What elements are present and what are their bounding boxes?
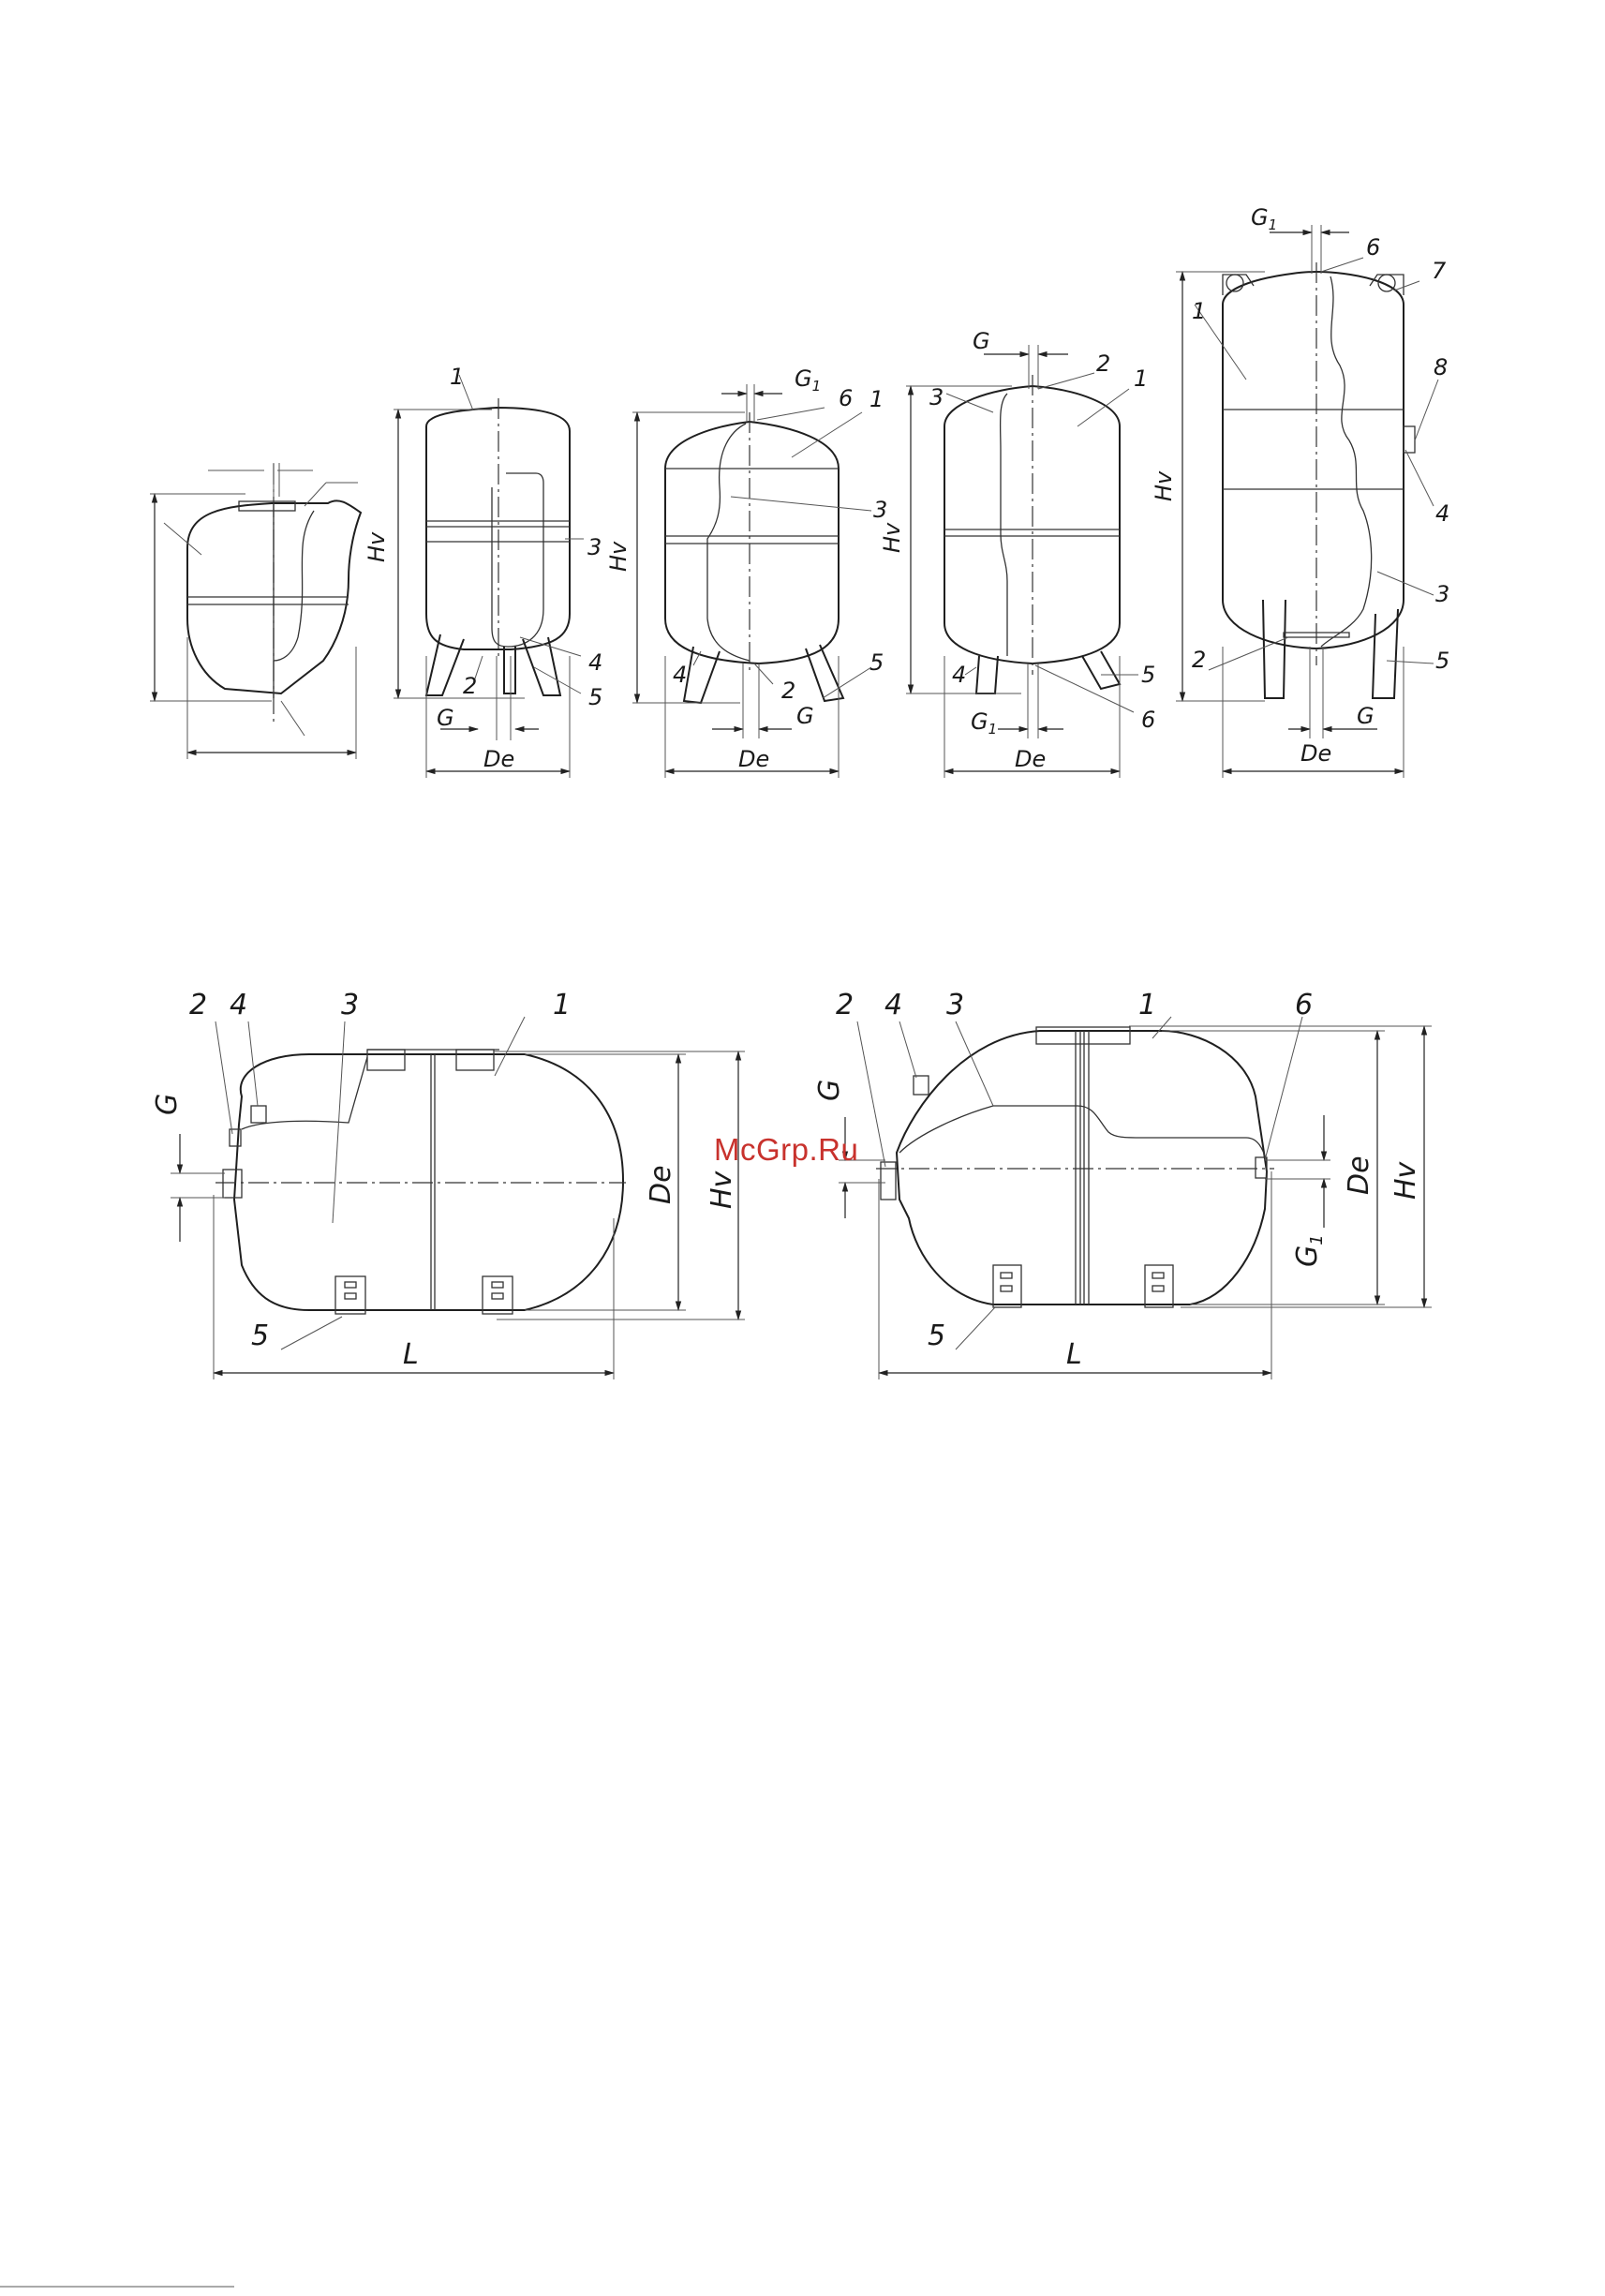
label-6: 6 — [1295, 989, 1313, 1021]
label-hv: Hv — [364, 531, 390, 562]
label-8: 8 — [1434, 354, 1448, 380]
label-g: G — [1357, 703, 1375, 729]
label-2: 2 — [836, 989, 854, 1021]
label-2: 2 — [1096, 350, 1110, 377]
label-g1: G1 — [1291, 1234, 1327, 1267]
label-hv: Hv — [879, 522, 905, 553]
vertical-tank-large — [1176, 225, 1438, 778]
label-g1: G1 — [1251, 204, 1277, 233]
label-de: De — [1343, 1155, 1375, 1195]
label-g: G — [151, 1094, 184, 1115]
label-1: 1 — [1138, 989, 1156, 1021]
label-hv: Hv — [1151, 470, 1177, 501]
label-de: De — [1300, 740, 1331, 767]
label-7: 7 — [1432, 258, 1447, 284]
vertical-tank-small — [150, 463, 361, 759]
label-hv: Hv — [1390, 1160, 1422, 1200]
watermark: McGrp.Ru — [714, 1132, 858, 1168]
label-de: De — [483, 746, 514, 772]
label-g: G — [813, 1080, 846, 1101]
label-g1: G1 — [795, 365, 821, 395]
label-2: 2 — [189, 989, 207, 1021]
label-1: 1 — [553, 989, 571, 1021]
label-3: 3 — [929, 384, 944, 410]
label-6: 6 — [1366, 234, 1380, 261]
label-l: L — [1066, 1338, 1082, 1371]
label-2: 2 — [781, 678, 795, 704]
label-hv: Hv — [706, 1170, 738, 1209]
label-5: 5 — [869, 649, 884, 676]
label-3: 3 — [1435, 581, 1449, 607]
label-g: G — [796, 703, 814, 729]
label-4: 4 — [230, 989, 247, 1021]
label-3: 3 — [341, 989, 359, 1021]
label-3: 3 — [587, 534, 602, 560]
label-g1: G1 — [971, 708, 997, 738]
label-g: G — [973, 328, 990, 354]
label-5: 5 — [1435, 648, 1449, 674]
label-5: 5 — [588, 684, 602, 710]
label-g: G — [437, 705, 454, 731]
top-row-labels: 1 3 4 5 2 G De Hv 6 1 3 4 2 5 G De Hv G1… — [364, 204, 1449, 772]
label-5: 5 — [1141, 662, 1155, 688]
label-4: 4 — [673, 662, 687, 688]
label-5: 5 — [251, 1319, 269, 1352]
label-1: 1 — [450, 364, 464, 390]
label-de: De — [738, 746, 769, 772]
label-6: 6 — [839, 385, 853, 411]
label-hv: Hv — [605, 541, 632, 572]
label-1: 1 — [869, 386, 884, 412]
label-4: 4 — [588, 649, 602, 676]
label-l: L — [403, 1338, 419, 1371]
label-de: De — [1015, 746, 1046, 772]
label-4: 4 — [952, 662, 966, 688]
vertical-tank-c — [632, 384, 871, 778]
label-4: 4 — [884, 989, 902, 1021]
label-1: 1 — [1192, 298, 1206, 324]
label-2: 2 — [463, 673, 477, 699]
label-3: 3 — [946, 989, 964, 1021]
label-4: 4 — [1435, 500, 1449, 527]
label-2: 2 — [1192, 647, 1206, 673]
label-6: 6 — [1141, 707, 1155, 733]
vertical-tank-b — [394, 375, 584, 778]
label-5: 5 — [928, 1319, 945, 1352]
label-1: 1 — [1134, 365, 1148, 392]
label-3: 3 — [873, 497, 887, 523]
label-de: De — [645, 1165, 677, 1204]
